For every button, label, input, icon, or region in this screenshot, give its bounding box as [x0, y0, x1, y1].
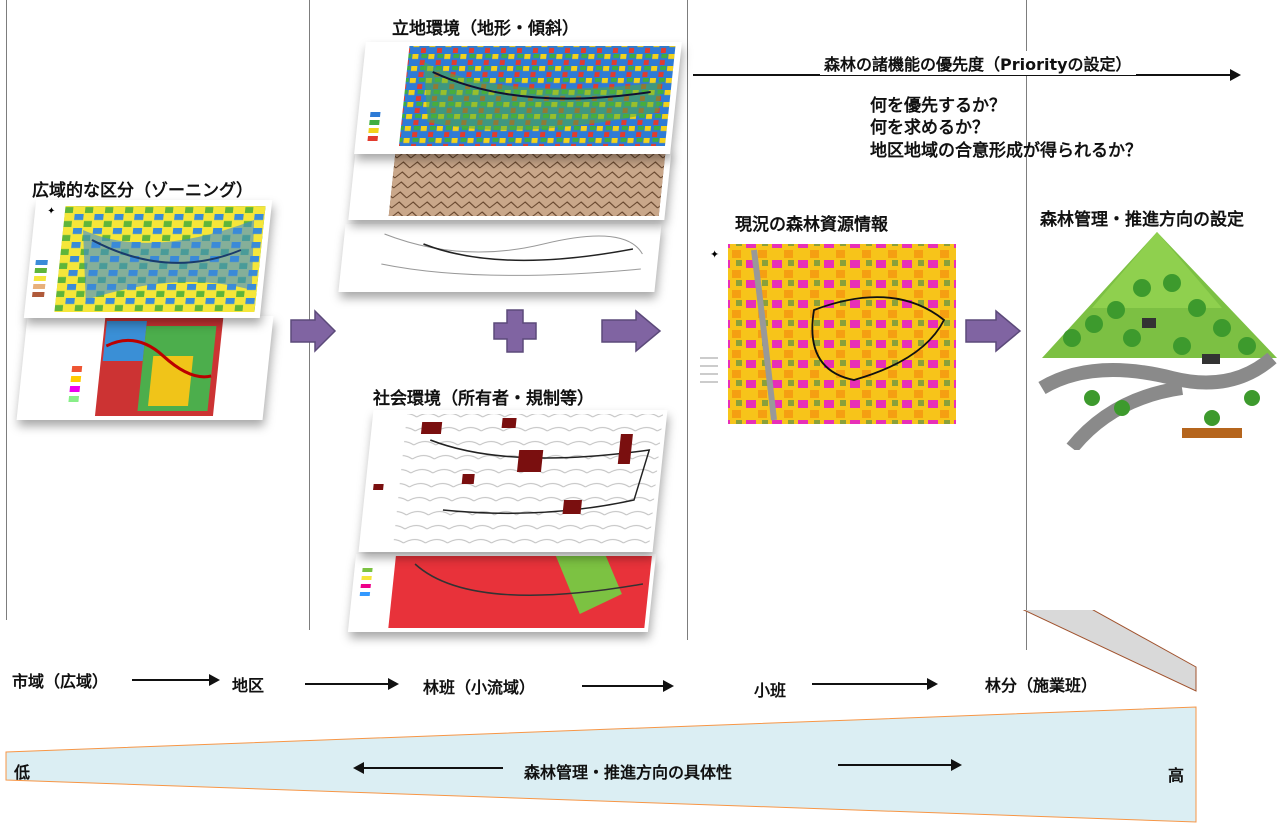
plus-icon [493, 309, 537, 353]
hillshade-map [348, 150, 672, 220]
scale-item-compartment: 林班（小流域） [423, 678, 536, 697]
scale-band [1022, 610, 1197, 692]
specificity-band [5, 706, 1197, 823]
scale-item-district: 地区 [232, 676, 265, 695]
owner-map [358, 410, 668, 552]
scale-arrow-1 [132, 674, 220, 686]
priority-arrow [693, 69, 1241, 81]
scale-arrow-2 [305, 678, 399, 690]
zoning-title: 広域的な区分（ゾーニング） [32, 181, 253, 201]
divider-left [6, 0, 7, 620]
priority-question-2: 何を求めるか？ [870, 118, 989, 138]
divider-3 [1026, 0, 1027, 650]
forest-management-illustration [1032, 228, 1282, 450]
zoning-relief-map [16, 316, 274, 420]
right-arrow-icon [965, 309, 1022, 353]
divider-1 [309, 0, 310, 630]
social-env-title: 社会環境（所有者・規制等） [373, 389, 594, 409]
zoning-map: ✦ [23, 200, 273, 318]
scale-item-city: 市域（広域） [12, 672, 109, 691]
scale-arrow-3 [582, 680, 674, 692]
right-arrow-icon [601, 309, 662, 353]
specificity-arrow-left [353, 762, 503, 774]
base-contour-map [338, 224, 662, 292]
compass-icon: ✦ [710, 248, 719, 261]
current-resources-title: 現況の森林資源情報 [735, 215, 888, 235]
specificity-low: 低 [14, 763, 31, 782]
priority-question-1: 何を優先するか？ [870, 96, 1006, 116]
priority-header: 森林の諸機能の優先度（Priorityの設定） [820, 51, 1136, 75]
forest-resource-map: ✦ [694, 240, 958, 430]
management-title: 森林管理・推進方向の設定 [1040, 210, 1244, 230]
specificity-arrow-right [838, 759, 962, 771]
compass-icon: ✦ [46, 206, 56, 217]
slope-map [354, 42, 682, 154]
divider-2 [687, 0, 688, 640]
scale-item-subcompartment: 小班 [754, 681, 787, 700]
regulation-map [347, 554, 657, 632]
scale-item-stand: 林分（施業班） [985, 676, 1098, 695]
scale-arrow-4 [812, 678, 938, 690]
site-env-title: 立地環境（地形・傾斜） [392, 19, 579, 39]
specificity-center: 森林管理・推進方向の具体性 [524, 763, 733, 782]
priority-question-3: 地区地域の合意形成が得られるか？ [870, 141, 1142, 161]
specificity-high: 高 [1168, 766, 1185, 785]
right-arrow-icon [290, 309, 337, 353]
